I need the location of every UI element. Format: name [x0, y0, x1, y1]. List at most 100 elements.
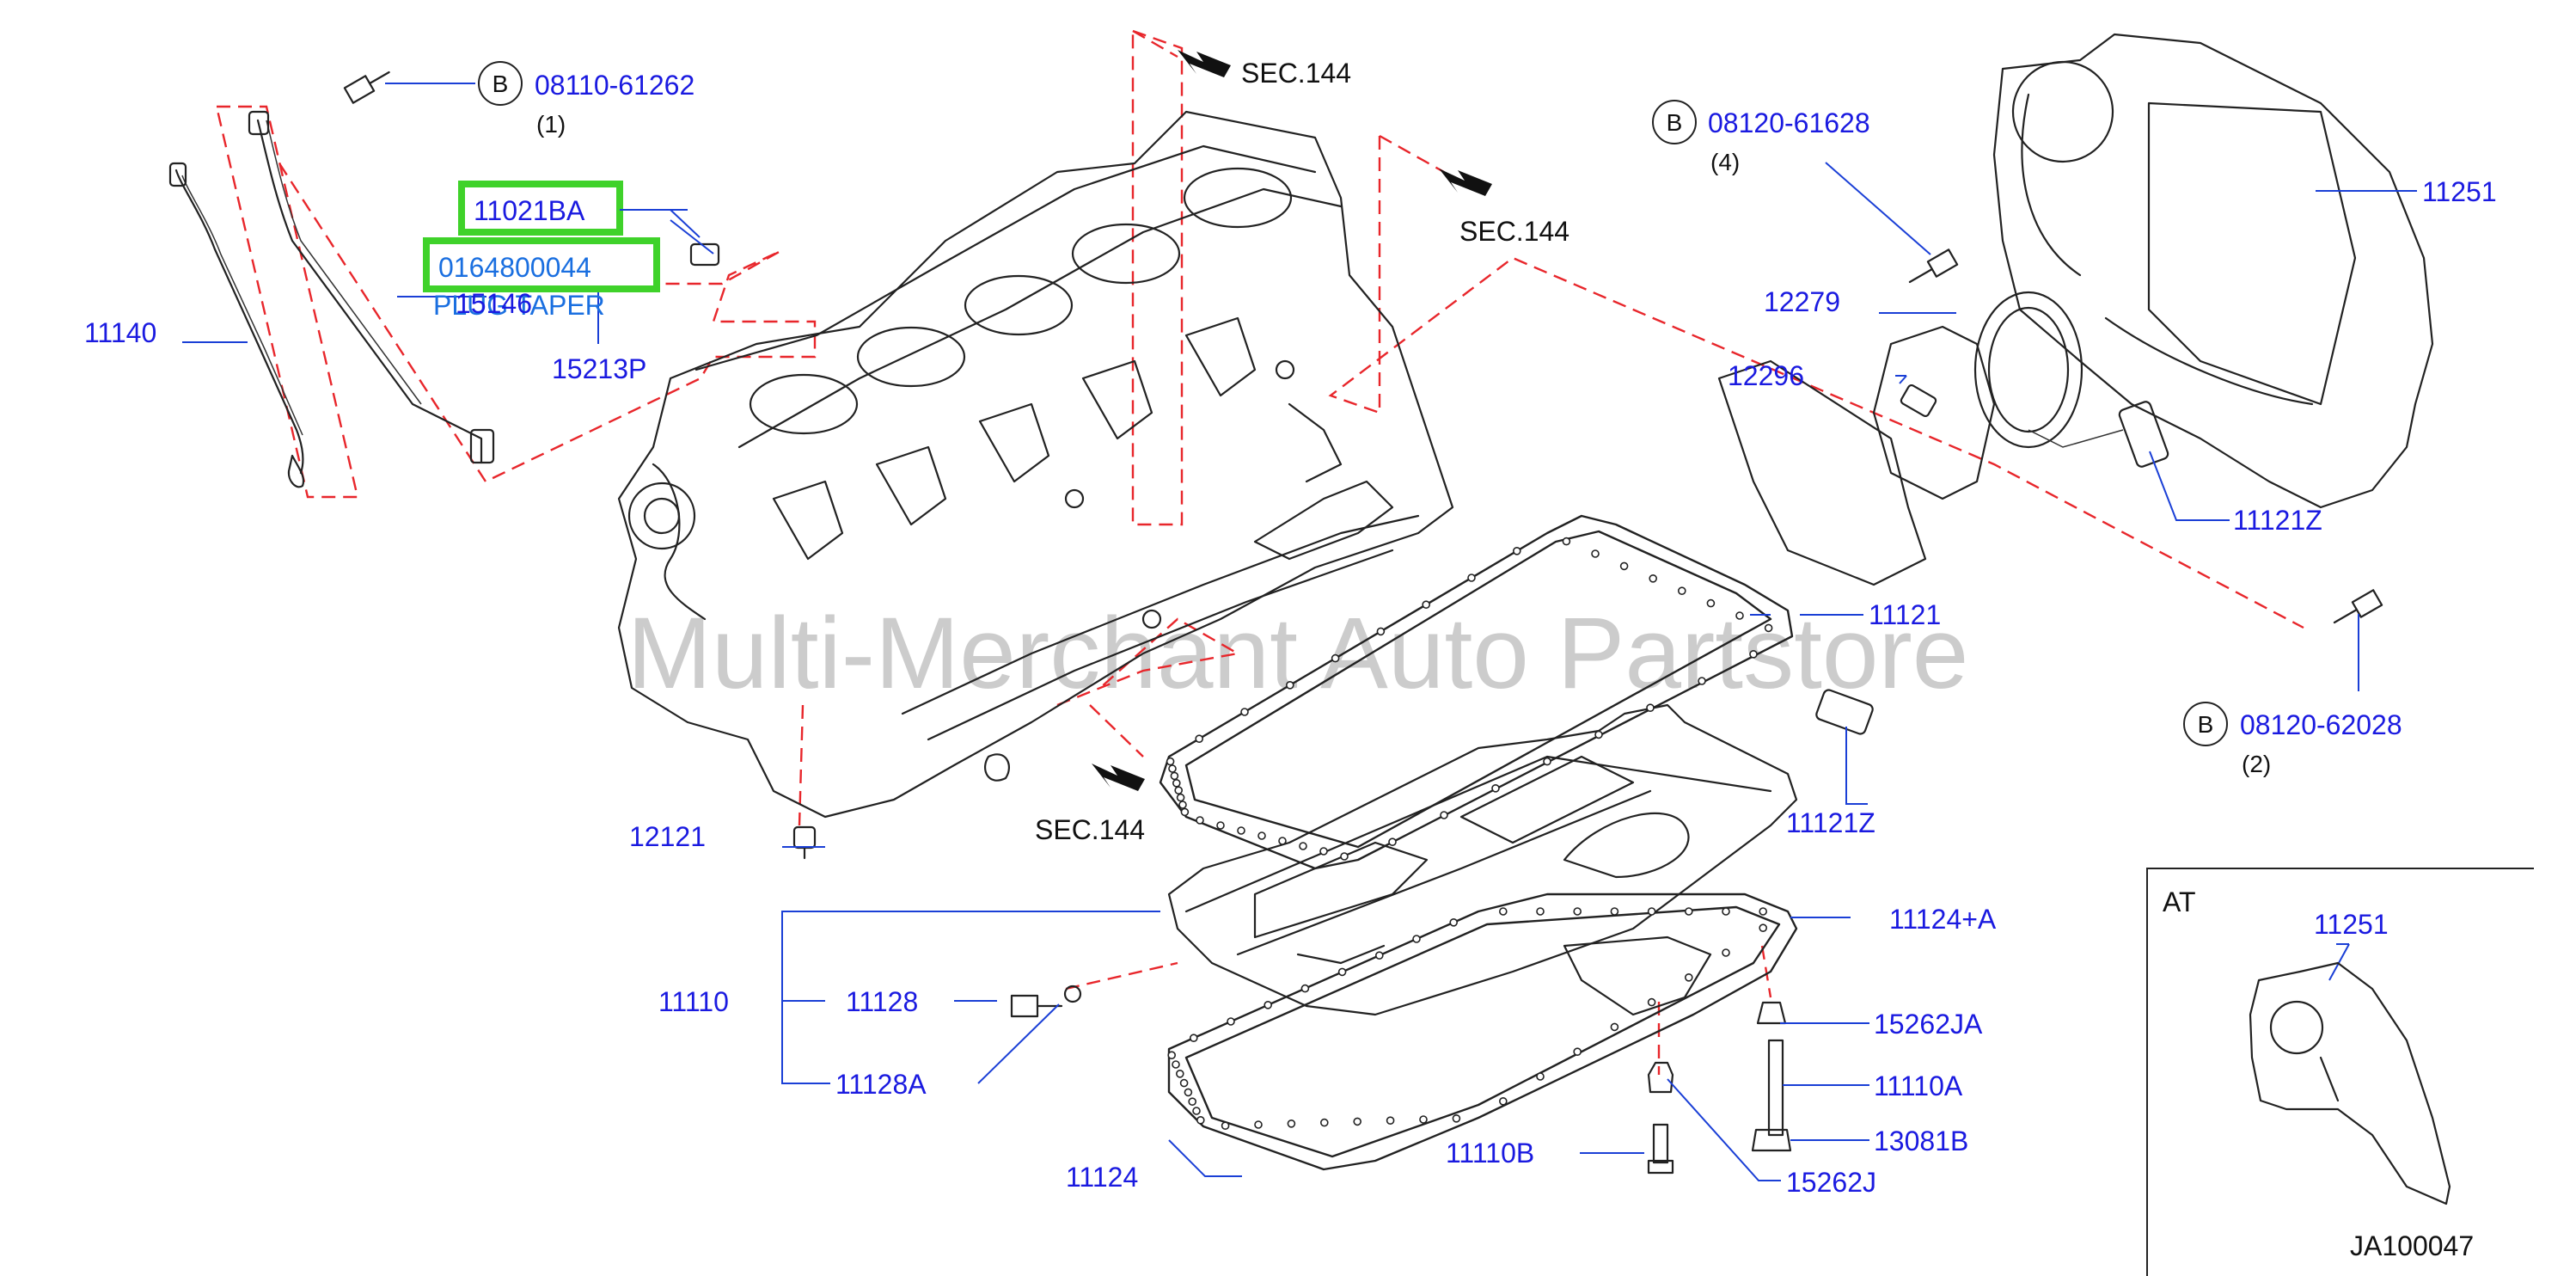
cylinder-block	[617, 110, 1454, 819]
gasket-hole	[1647, 997, 1656, 1007]
gasket-hole	[1678, 586, 1686, 596]
part-label[interactable]: 15262J	[1786, 1167, 1876, 1198]
part-label[interactable]: 08120-61628	[1708, 107, 1870, 138]
part-label[interactable]: 11251	[2422, 176, 2497, 207]
gasket-hole	[1685, 907, 1693, 916]
part-label[interactable]: 08120-62028	[2240, 709, 2402, 740]
svg-text:(4): (4)	[1710, 149, 1740, 175]
gasket-hole	[1176, 1070, 1184, 1078]
bolt-callout-2: B 08120-61628 (4)	[1652, 100, 1870, 175]
part-label[interactable]: 15213P	[552, 353, 646, 384]
part-label[interactable]: 13081B	[1874, 1126, 1968, 1156]
gasket-hole	[1257, 831, 1266, 840]
gasket-hole	[1375, 951, 1384, 960]
gasket-hole	[1619, 561, 1629, 571]
leader-lines	[182, 83, 2417, 1181]
gasket-hole	[1168, 764, 1177, 773]
part-label[interactable]: 08110-61262	[535, 70, 694, 101]
gasket-hole	[1610, 1022, 1619, 1032]
section-label[interactable]: SEC.144	[1459, 216, 1569, 247]
gasket-hole	[1170, 771, 1179, 781]
svg-text:(1): (1)	[536, 111, 566, 138]
part-label[interactable]: 12296	[1728, 360, 1804, 391]
gasket-hole	[1543, 757, 1551, 766]
gasket-hole	[1216, 821, 1225, 830]
part-label[interactable]: 15262JA	[1874, 1009, 1983, 1040]
gasket-hole	[1178, 801, 1187, 809]
gasket-hole	[1286, 680, 1294, 690]
gasket-hole	[1299, 842, 1307, 850]
gasket-hole	[1749, 649, 1758, 659]
gasket-hole	[1419, 1115, 1428, 1124]
gasket-hole	[1412, 935, 1421, 943]
part-label[interactable]: 11121	[1869, 599, 1941, 630]
gasket-hole	[1300, 984, 1310, 993]
gasket-hole	[1759, 907, 1767, 916]
gasket-hole	[1319, 847, 1328, 856]
part-label[interactable]: 11124+A	[1889, 904, 1997, 935]
gasket-hole	[1722, 907, 1730, 916]
part-label[interactable]: 12121	[629, 821, 706, 852]
gasket-hole	[1449, 918, 1458, 927]
gasket-hole	[1376, 627, 1386, 636]
gasket-hole	[1386, 1116, 1395, 1125]
part-label[interactable]: 11121Z	[1786, 807, 1875, 838]
svg-text:B: B	[2198, 711, 2214, 738]
part-label[interactable]: 11110	[658, 986, 729, 1017]
sec-arrow-icon	[1439, 169, 1492, 196]
gasket-hole	[1221, 1121, 1230, 1130]
gasket-hole	[1174, 786, 1183, 795]
part-label[interactable]: 11251	[2314, 909, 2389, 940]
gasket-hole	[1340, 852, 1349, 861]
oil-pan-gasket-lower	[1167, 893, 1798, 1171]
bolt-callout-1: B 08110-61262 (1)	[478, 61, 694, 138]
rear-oil-seal	[1717, 291, 2169, 586]
part-label[interactable]: 11140	[84, 317, 156, 348]
dipstick-assembly	[168, 110, 495, 488]
gasket-hole	[1184, 1088, 1193, 1097]
gasket-hole	[1513, 546, 1521, 555]
part-label[interactable]: 11110B	[1446, 1138, 1534, 1169]
gasket-hole	[1452, 1114, 1461, 1123]
gasket-hole	[1320, 1118, 1329, 1127]
gasket-hole	[1594, 730, 1603, 739]
part-label[interactable]: 11121Z	[2233, 505, 2322, 536]
bolt-callout-3: B 08120-62028 (2)	[2183, 702, 2402, 777]
gasket-hole	[1440, 811, 1448, 819]
section-label[interactable]: SEC.144	[1241, 58, 1351, 89]
highlighted-part-0164800044[interactable]: 0164800044	[423, 237, 660, 292]
gasket-hole	[1237, 826, 1245, 835]
part-label[interactable]: 11128A	[835, 1069, 927, 1100]
part-label[interactable]: 11124	[1066, 1162, 1138, 1193]
gasket-hole	[1167, 1051, 1176, 1059]
gasket-hole	[1759, 923, 1767, 932]
gasket-hole	[1254, 1120, 1263, 1129]
gasket-hole	[1172, 1060, 1180, 1069]
section-label[interactable]: SEC.144	[1035, 814, 1145, 845]
gasket-hole	[1573, 1047, 1582, 1056]
gasket-hole	[1172, 778, 1181, 788]
sec-arrow-icon	[1092, 764, 1145, 791]
gasket-hole	[1491, 783, 1500, 793]
oil-pan	[1167, 703, 1798, 1016]
gasket-hole	[1499, 907, 1508, 916]
part-label[interactable]: 12279	[1764, 286, 1840, 317]
gasket-hole	[1562, 537, 1571, 546]
rear-plate	[1992, 33, 2434, 509]
gasket-hole	[1190, 1034, 1198, 1042]
dashed-guide-lines	[215, 29, 2304, 1075]
gasket-hole	[1176, 793, 1185, 802]
part-labels: 11140 15146 15213P 12121 11251 12279 122…	[84, 176, 2497, 1198]
gasket-hole	[1499, 1097, 1508, 1106]
gasket-hole	[1467, 574, 1476, 582]
svg-text:11021BA: 11021BA	[474, 195, 585, 226]
highlighted-part-11021BA[interactable]: 11021BA	[458, 181, 623, 236]
part-label[interactable]: 11128	[846, 986, 918, 1017]
gasket-hole	[1227, 1017, 1235, 1026]
gasket-hole	[1337, 967, 1347, 977]
part-label[interactable]: 15146	[456, 288, 532, 319]
svg-text:B: B	[493, 71, 509, 97]
part-label[interactable]: 11110A	[1874, 1070, 1963, 1101]
gasket-hole	[1278, 837, 1287, 845]
gasket-hole	[1536, 1072, 1545, 1081]
